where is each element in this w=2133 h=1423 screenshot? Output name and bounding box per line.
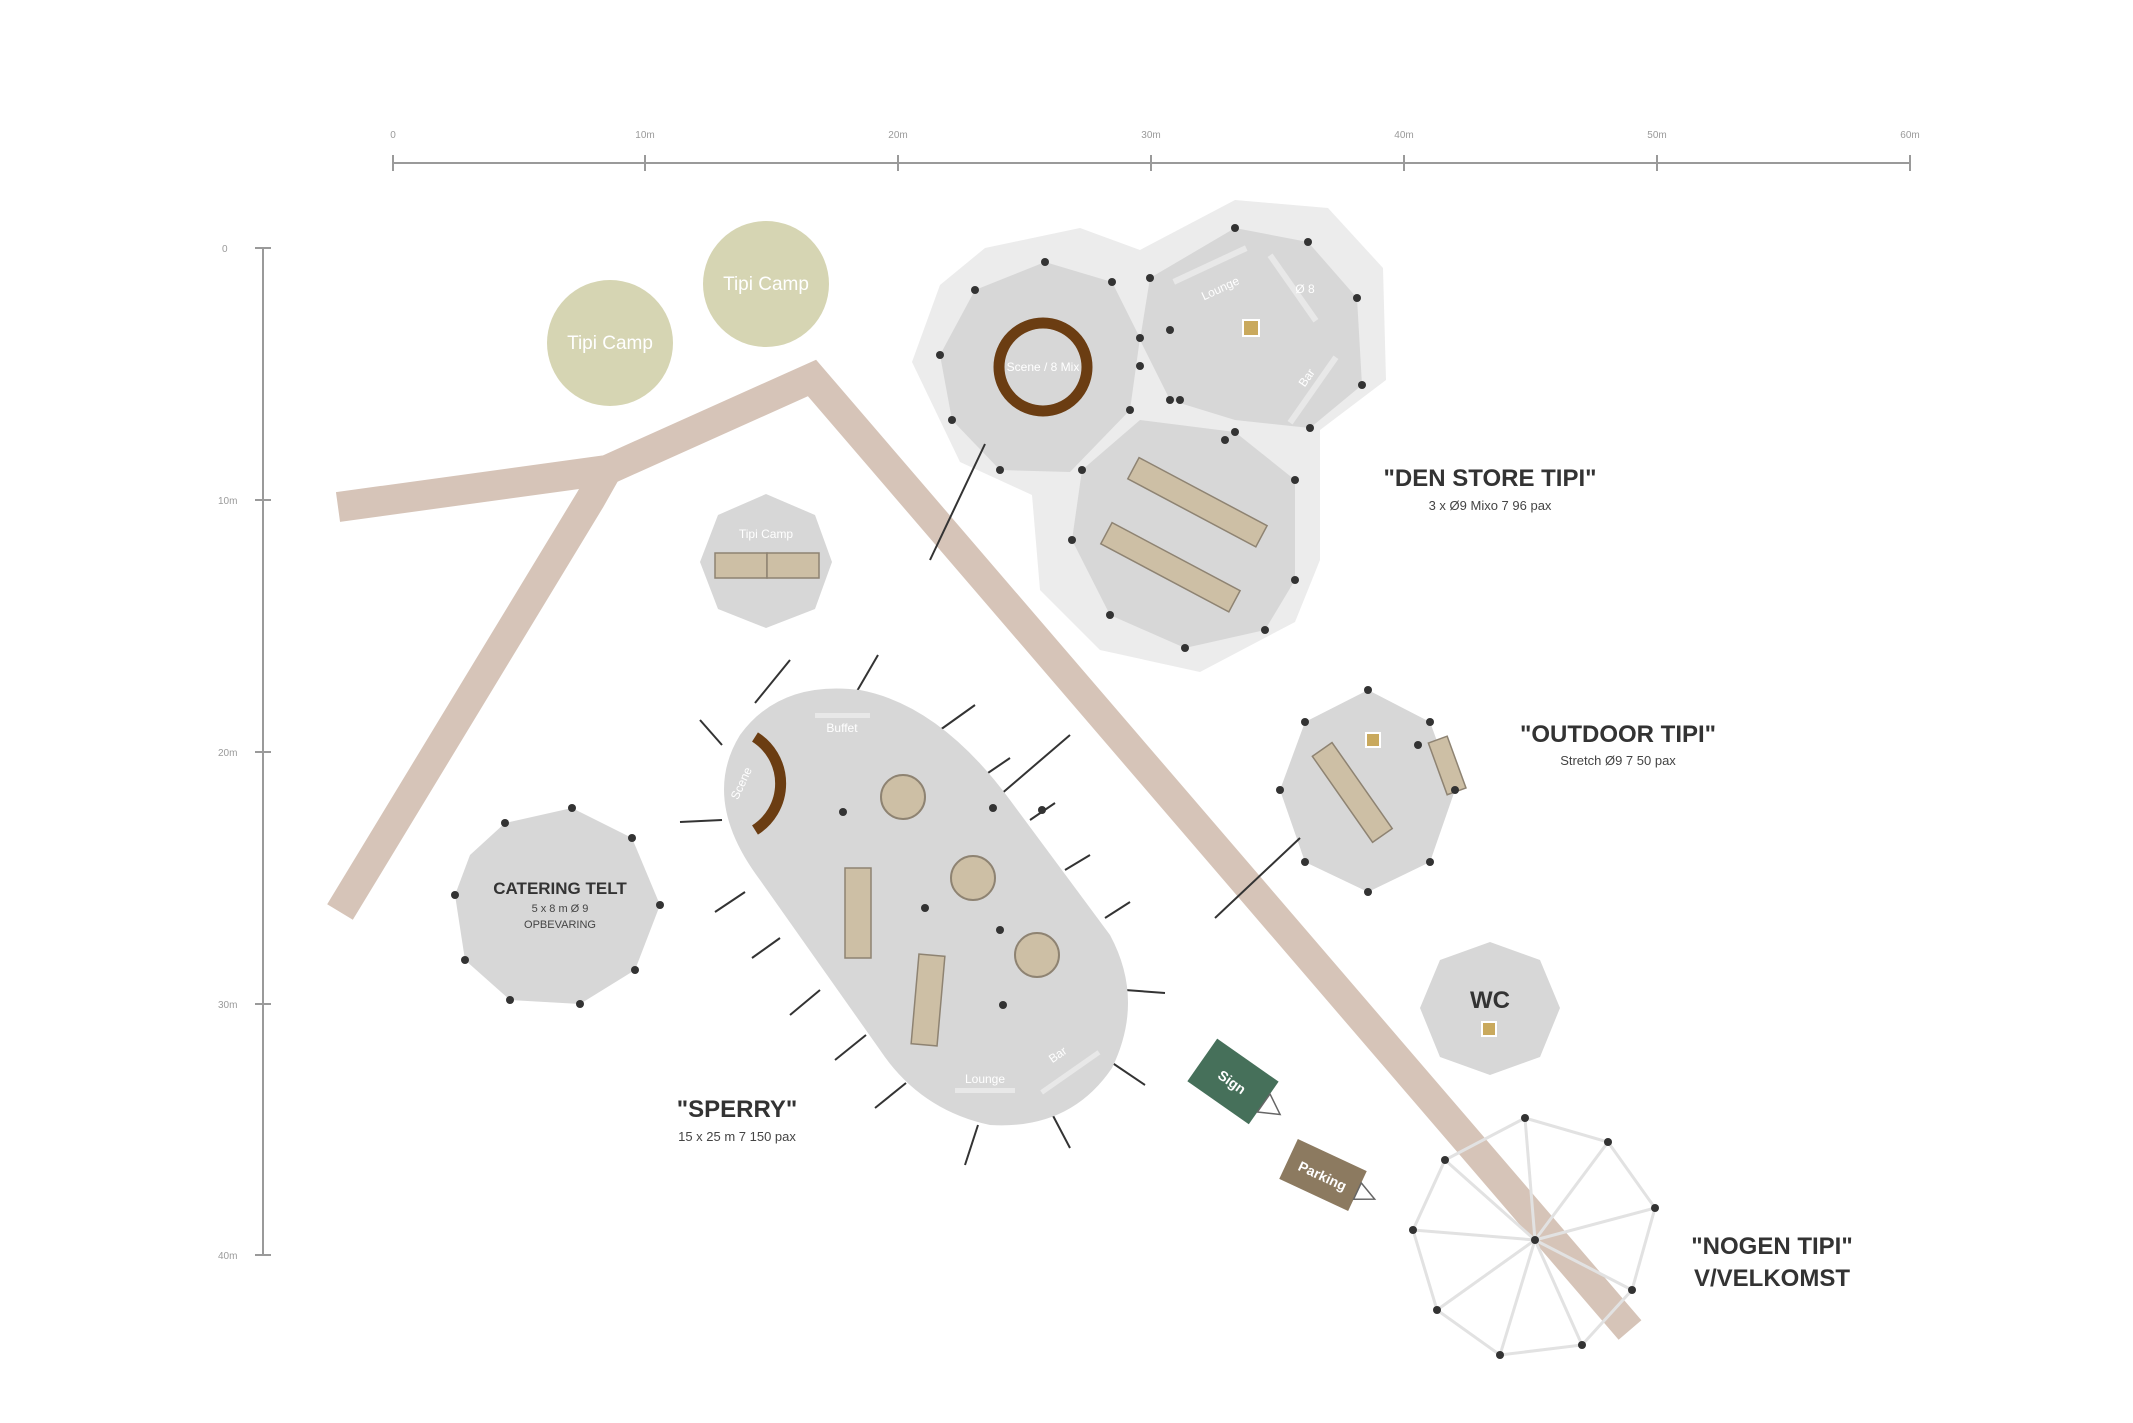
x-tick-2: 20m: [888, 130, 908, 171]
outdoor-stove: [1365, 732, 1381, 748]
outdoor-tipi-poles: [1276, 686, 1459, 896]
svg-text:60m: 60m: [1900, 130, 1919, 141]
svg-text:WC: WC: [1470, 987, 1510, 1014]
den-store-tipi: Scene / 8 Mix Lounge Ø 8 Bar "DEN STORE …: [912, 200, 1597, 672]
y-tick-0: 0: [222, 244, 271, 255]
den-store-bar-3: [1287, 355, 1339, 425]
svg-text:V/VELKOMST: V/VELKOMST: [1694, 1265, 1850, 1292]
den-store-bar-1: [1172, 245, 1248, 285]
tipi-camp-1: Tipi Camp: [547, 280, 673, 406]
svg-text:50m: 50m: [1647, 130, 1666, 141]
wc-stove: [1481, 1021, 1497, 1037]
den-store-bar-2: [1267, 253, 1319, 323]
y-tick-1: 10m: [218, 496, 271, 507]
tipi-camp-small: Tipi Camp: [700, 494, 832, 628]
svg-text:10m: 10m: [218, 496, 237, 507]
tipi-camp-2: Tipi Camp: [703, 221, 829, 347]
svg-text:40m: 40m: [218, 1251, 237, 1262]
svg-text:Ø 8: Ø 8: [1295, 282, 1315, 296]
svg-text:3 x Ø9 Mixo 7 96 pax: 3 x Ø9 Mixo 7 96 pax: [1429, 498, 1552, 513]
sperry-bar: [1040, 1050, 1101, 1095]
walkway-paths: [327, 359, 1642, 1340]
svg-text:5 x 8 m Ø 9: 5 x 8 m Ø 9: [532, 903, 589, 915]
y-tick-4: 40m: [218, 1251, 271, 1262]
svg-text:"NOGEN TIPI": "NOGEN TIPI": [1691, 1233, 1852, 1260]
scale-bar-horizontal: 0 10m 20m 30m 40m 50m 60m: [390, 130, 1920, 171]
sperry-tent: Scene Buffet Lounge Bar "SPERRY" 15 x 25…: [677, 654, 1166, 1166]
svg-text:20m: 20m: [888, 130, 907, 141]
walkway-branch: [327, 462, 621, 920]
svg-text:"DEN STORE TIPI": "DEN STORE TIPI": [1383, 465, 1596, 492]
catering-tent: CATERING TELT 5 x 8 m Ø 9 OPBEVARING: [451, 804, 664, 1008]
svg-text:0: 0: [390, 130, 396, 141]
nogen-tipi-poles: [1409, 1114, 1659, 1359]
svg-text:20m: 20m: [218, 748, 237, 759]
svg-text:CATERING TELT: CATERING TELT: [493, 879, 627, 898]
svg-text:30m: 30m: [1141, 130, 1160, 141]
svg-text:"SPERRY": "SPERRY": [677, 1096, 798, 1123]
svg-text:15 x 25 m 7 150 pax: 15 x 25 m 7 150 pax: [678, 1129, 796, 1144]
y-tick-3: 30m: [218, 1000, 271, 1011]
sperry-poles: [839, 804, 1046, 1009]
outdoor-tipi: "OUTDOOR TIPI" Stretch Ø9 7 50 pax: [1214, 686, 1716, 919]
y-tick-2: 20m: [218, 748, 271, 759]
svg-text:40m: 40m: [1394, 130, 1413, 141]
walkway-main: [335, 359, 1642, 1340]
nogen-tipi: "NOGEN TIPI" V/VELKOMST: [1409, 1114, 1853, 1359]
svg-text:Buffet: Buffet: [826, 721, 858, 735]
x-tick-3: 30m: [1141, 130, 1161, 171]
den-store-stove: [1242, 319, 1260, 337]
svg-text:Lounge: Lounge: [965, 1072, 1005, 1086]
sperry-buffet-bar: [815, 713, 870, 718]
x-tick-6: 60m: [1900, 130, 1920, 171]
svg-text:Stretch Ø9 7 50 pax: Stretch Ø9 7 50 pax: [1560, 753, 1676, 768]
svg-text:"OUTDOOR TIPI": "OUTDOOR TIPI": [1520, 721, 1716, 748]
svg-text:OPBEVARING: OPBEVARING: [524, 919, 596, 931]
sperry-lounge-bar: [955, 1088, 1015, 1093]
svg-text:10m: 10m: [635, 130, 654, 141]
stage-ring: [993, 317, 1093, 417]
den-store-poles: [936, 224, 1366, 652]
sperry-stage: [751, 732, 787, 835]
green-sign: Sign: [1187, 1038, 1282, 1125]
brown-sign: Parking: [1279, 1139, 1377, 1211]
x-tick-1: 10m: [635, 130, 655, 171]
x-tick-0: 0: [390, 130, 396, 171]
svg-text:0: 0: [222, 244, 228, 255]
svg-text:30m: 30m: [218, 1000, 237, 1011]
den-store-tent-left: [940, 262, 1140, 472]
x-tick-5: 50m: [1647, 130, 1667, 171]
catering-poles: [451, 804, 664, 1008]
svg-text:Tipi Camp: Tipi Camp: [723, 274, 809, 295]
svg-text:Scene / 8 Mix: Scene / 8 Mix: [1007, 360, 1080, 374]
svg-text:Tipi Camp: Tipi Camp: [567, 333, 653, 354]
scale-bar-vertical: 0 10m 20m 30m 40m: [218, 244, 271, 1262]
x-tick-4: 40m: [1394, 130, 1414, 171]
svg-text:Tipi Camp: Tipi Camp: [739, 527, 794, 541]
wc-tent: WC: [1420, 942, 1560, 1075]
